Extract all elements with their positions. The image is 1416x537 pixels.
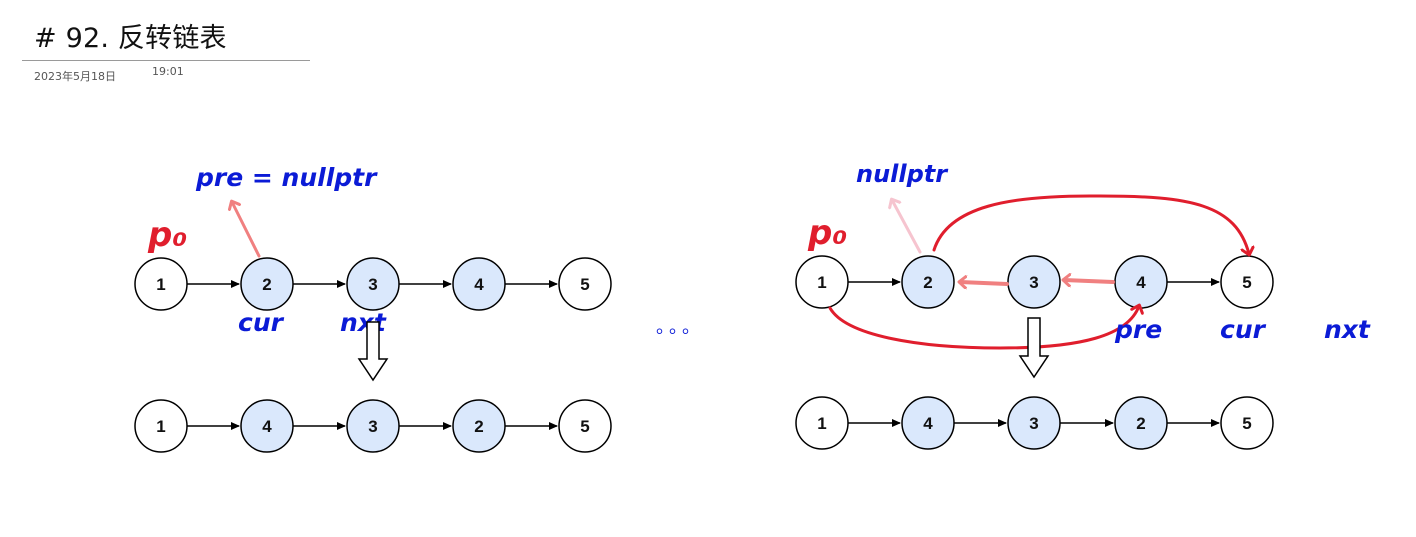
svg-text:3: 3 — [1029, 414, 1038, 433]
left-top-list: 1 2 3 4 5 — [134, 257, 612, 311]
reversed-link-arrow — [960, 282, 1009, 284]
svg-text:5: 5 — [580, 417, 589, 436]
svg-text:1: 1 — [156, 417, 165, 436]
redirect-arrow-1-to-4 — [828, 306, 1139, 350]
p0-label: p₀ — [147, 215, 187, 255]
nullptr-label: nullptr — [856, 160, 949, 188]
list-node: 1 — [134, 399, 188, 453]
list-node: 3 — [346, 399, 400, 453]
list-node: 1 — [795, 396, 849, 450]
null-pointer-arrow — [892, 200, 922, 254]
nxt-label: nxt — [1324, 315, 1371, 344]
pre-nullptr-label: pre = nullptr — [195, 163, 378, 192]
redirect-arrow-2-to-5 — [932, 194, 1249, 254]
svg-text:2: 2 — [923, 273, 932, 292]
nxt-label: nxt — [340, 308, 387, 337]
list-node: 5 — [558, 399, 612, 453]
svg-text:1: 1 — [817, 414, 826, 433]
transform-down-arrow — [1018, 317, 1050, 379]
svg-text:2: 2 — [474, 417, 483, 436]
svg-text:4: 4 — [923, 414, 933, 433]
list-node: 2 — [1114, 396, 1168, 450]
svg-text:5: 5 — [1242, 414, 1251, 433]
list-node: 5 — [1220, 396, 1274, 450]
svg-text:1: 1 — [817, 273, 826, 292]
list-node: 4 — [240, 399, 294, 453]
svg-text:3: 3 — [368, 417, 377, 436]
list-node: 5 — [1220, 255, 1274, 309]
ellipsis-label: 。。。 — [656, 317, 704, 338]
title-divider — [22, 60, 310, 61]
svg-text:5: 5 — [580, 275, 589, 294]
list-node: 2 — [901, 255, 955, 309]
list-node: 3 — [1007, 396, 1061, 450]
list-node: 1 — [134, 257, 188, 311]
reversed-link-arrow — [1064, 280, 1115, 282]
cur-label: cur — [1220, 315, 1267, 344]
list-node: 4 — [452, 257, 506, 311]
svg-text:4: 4 — [262, 417, 272, 436]
svg-text:2: 2 — [1136, 414, 1145, 433]
right-top-list: 1 2 3 4 5 — [795, 255, 1274, 309]
page-time: 19:01 — [152, 65, 184, 78]
pre-label: pre — [1114, 315, 1162, 344]
svg-text:2: 2 — [262, 275, 271, 294]
list-node: 4 — [901, 396, 955, 450]
pre-pointer-arrow — [232, 202, 261, 258]
svg-text:3: 3 — [1029, 273, 1038, 292]
list-node: 3 — [1007, 255, 1061, 309]
page-title: # 92. 反转链表 — [34, 23, 227, 54]
right-bottom-list: 1 4 3 2 5 — [795, 396, 1274, 450]
svg-text:4: 4 — [1136, 273, 1146, 292]
page-date: 2023年5月18日 — [34, 70, 116, 83]
svg-text:1: 1 — [156, 275, 165, 294]
list-node: 2 — [452, 399, 506, 453]
left-bottom-list: 1 4 3 2 5 — [134, 399, 612, 453]
p0-label: p₀ — [807, 213, 847, 253]
svg-text:3: 3 — [368, 275, 377, 294]
list-node: 2 — [240, 257, 294, 311]
list-node: 5 — [558, 257, 612, 311]
svg-text:5: 5 — [1242, 273, 1251, 292]
transform-down-arrow — [357, 321, 389, 382]
list-node: 3 — [346, 257, 400, 311]
svg-text:4: 4 — [474, 275, 484, 294]
list-node: 4 — [1114, 255, 1168, 309]
list-node: 1 — [795, 255, 849, 309]
cur-label: cur — [238, 308, 285, 337]
